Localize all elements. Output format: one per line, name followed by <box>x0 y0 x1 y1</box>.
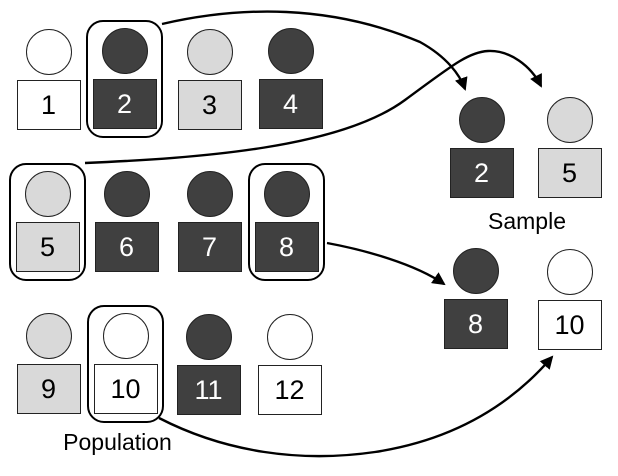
person-head-icon <box>25 29 72 75</box>
population-figure-3: 3 <box>171 21 248 139</box>
population-figure-6: 6 <box>88 163 165 281</box>
person-head-icon <box>25 313 72 359</box>
figure-number: 5 <box>561 157 578 188</box>
figure-number: 10 <box>110 373 141 404</box>
person-head-icon <box>185 314 232 360</box>
person-head-icon <box>267 28 314 74</box>
population-figure-1: 1 <box>10 21 87 139</box>
person-head-icon <box>103 171 150 217</box>
person-body-box: 12 <box>257 365 322 415</box>
figure-number: 8 <box>467 308 484 339</box>
person-body-box: 6 <box>94 222 159 272</box>
population-figure-8: 8 <box>248 163 325 281</box>
person-body-box: 10 <box>537 300 602 350</box>
person-head-icon <box>452 248 499 294</box>
figure-number: 1 <box>40 89 57 120</box>
population-figure-4: 4 <box>252 20 329 138</box>
figure-number: 2 <box>116 88 133 119</box>
sample-figure-8: 8 <box>437 240 514 358</box>
person-body-box: 5 <box>15 222 80 272</box>
figure-number: 8 <box>278 231 295 262</box>
figure-number: 2 <box>473 157 490 188</box>
figure-number: 12 <box>274 374 305 405</box>
population-figure-10: 10 <box>87 305 164 423</box>
person-head-icon <box>458 97 505 143</box>
person-body-box: 2 <box>92 79 157 129</box>
person-body-box: 2 <box>449 148 514 198</box>
population-figure-12: 12 <box>251 306 328 424</box>
person-body-box: 8 <box>443 299 508 349</box>
person-head-icon <box>24 171 71 217</box>
population-figure-2: 2 <box>86 20 163 138</box>
population-figure-9: 9 <box>10 305 87 423</box>
person-head-icon <box>266 314 313 360</box>
population-figure-11: 11 <box>170 306 247 424</box>
sample-figure-10: 10 <box>531 241 608 359</box>
figure-number: 3 <box>201 89 218 120</box>
person-head-icon <box>186 171 233 217</box>
person-head-icon <box>102 313 149 359</box>
sample-figure-5: 5 <box>531 89 608 207</box>
figure-number: 11 <box>194 374 223 405</box>
person-head-icon <box>546 249 593 295</box>
person-body-box: 7 <box>177 222 242 272</box>
person-body-box: 5 <box>537 148 602 198</box>
person-body-box: 9 <box>16 364 81 414</box>
person-body-box: 10 <box>93 364 158 414</box>
person-head-icon <box>186 29 233 75</box>
arrow-8-to-sample <box>326 241 446 286</box>
person-body-box: 1 <box>16 80 81 130</box>
figure-number: 4 <box>282 88 299 119</box>
figure-number: 6 <box>118 231 135 262</box>
population-label: Population <box>63 429 172 455</box>
person-head-icon <box>263 171 310 217</box>
population-figure-7: 7 <box>171 163 248 281</box>
figure-number: 9 <box>40 373 57 404</box>
person-head-icon <box>101 28 148 74</box>
person-body-box: 4 <box>258 79 323 129</box>
sample-label: Sample <box>488 208 566 234</box>
figure-number: 7 <box>201 231 218 262</box>
population-figure-5: 5 <box>9 163 86 281</box>
figure-number: 10 <box>554 309 585 340</box>
figure-number: 5 <box>39 231 56 262</box>
person-body-box: 11 <box>176 365 241 415</box>
person-head-icon <box>546 97 593 143</box>
person-body-box: 3 <box>177 80 242 130</box>
person-body-box: 8 <box>254 222 319 272</box>
sample-figure-2: 2 <box>443 89 520 207</box>
